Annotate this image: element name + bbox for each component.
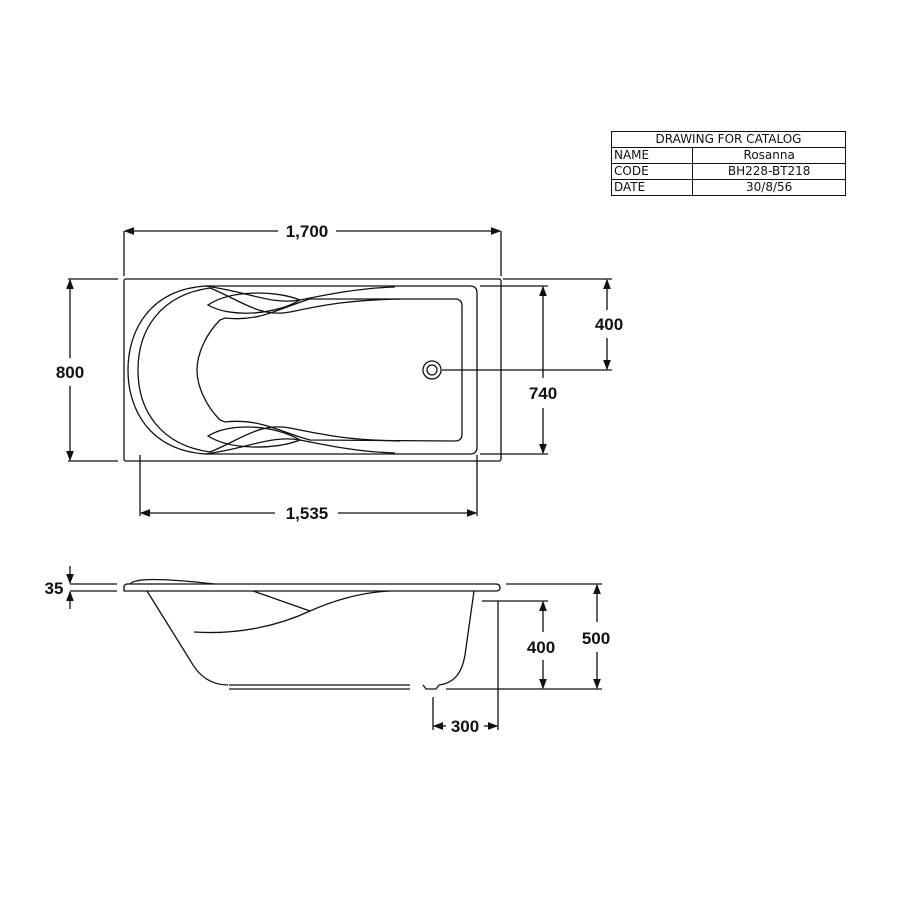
label-overall-height: 500 [582,629,610,648]
label-rim-thickness: 35 [45,579,64,598]
dim-drain-from-end [432,601,499,730]
label-drain-from-end: 300 [451,717,479,736]
label-drain-offset: 400 [595,315,623,334]
dim-inner-length [139,455,478,517]
dim-inner-depth [482,600,548,690]
dim-rim-thickness [66,566,117,609]
dim-overall-length [123,227,502,276]
label-inner-length: 1,535 [286,504,329,523]
title-block: DRAWING FOR CATALOG NAME Rosanna CODE BH… [610,131,846,196]
title-block-row-code: CODE BH228-BT218 [610,163,846,180]
label-inner-depth: 400 [527,638,555,657]
label-overall-length: 1,700 [286,222,329,241]
date-label: DATE [610,179,694,196]
code-value: BH228-BT218 [692,163,846,180]
drain-inner-circle [426,364,438,376]
label-overall-width: 800 [56,363,84,382]
title-block-row-date: DATE 30/8/56 [610,179,846,196]
date-value: 30/8/56 [692,179,846,196]
dim-drain-offset [442,278,612,371]
dim-inner-width [480,285,548,455]
dim-overall-width [66,278,118,462]
dim-overall-height [446,583,602,690]
drain-outer-circle [422,360,442,380]
side-view-outline [123,578,501,690]
label-inner-width: 740 [529,384,557,403]
